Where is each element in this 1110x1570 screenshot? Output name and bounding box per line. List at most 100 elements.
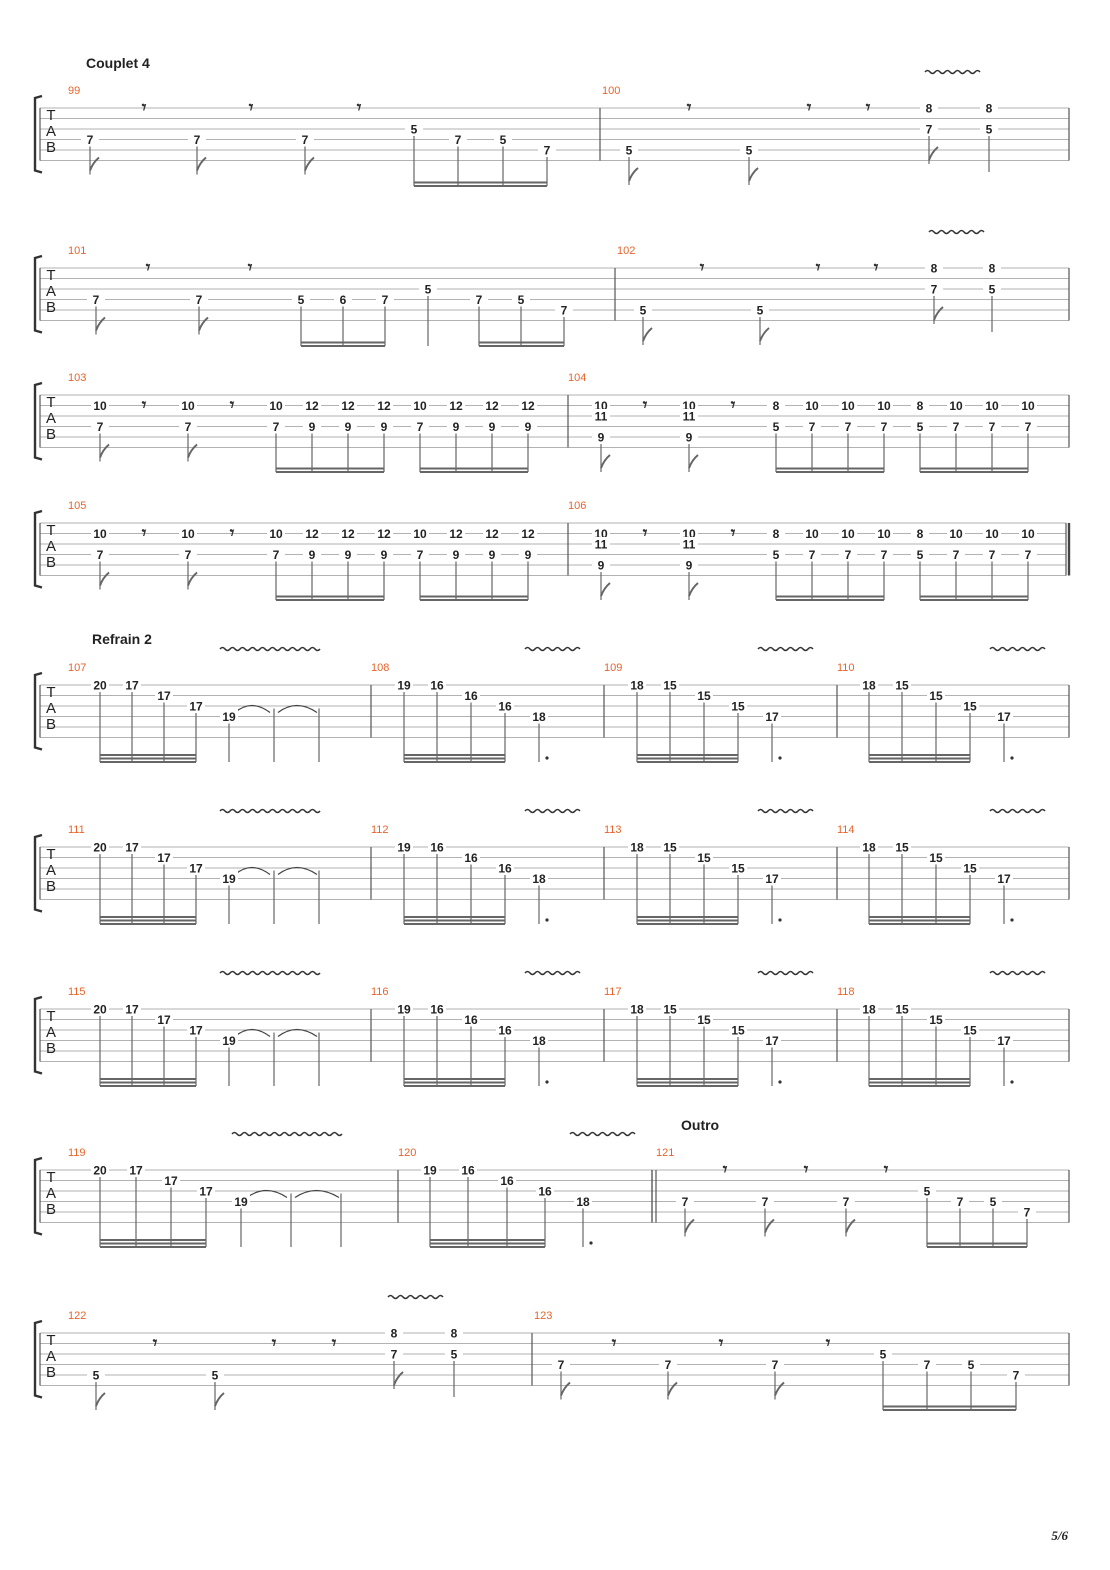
eighth-rest: 𝄾	[643, 396, 648, 416]
fret-number: 17	[765, 710, 779, 724]
fret-bg	[179, 398, 197, 412]
fret-bg	[483, 419, 501, 433]
fret-number: 9	[525, 420, 532, 434]
system-bracket	[33, 671, 43, 751]
fret-bg	[983, 547, 1001, 561]
fret-number: 9	[453, 548, 460, 562]
augmentation-dot	[778, 1080, 782, 1084]
fret-bg	[980, 122, 998, 135]
fret-number: 9	[489, 420, 496, 434]
fret-number: 15	[663, 1003, 677, 1017]
tab-clef-a: A	[46, 410, 56, 427]
fret-bg	[462, 1012, 480, 1026]
fret-bg	[421, 1163, 439, 1176]
fret-number: 9	[525, 548, 532, 562]
augmentation-dot	[1010, 918, 1014, 922]
eighth-rest: 𝄾	[142, 98, 147, 118]
fret-number: 9	[686, 559, 693, 573]
note-flag	[764, 1218, 775, 1233]
fret-bg	[803, 398, 821, 412]
fret-number: 8	[986, 102, 993, 116]
vibrato-marker	[757, 970, 814, 976]
fret-bg	[729, 699, 747, 712]
note-flag	[214, 1392, 225, 1407]
fret-bg	[530, 871, 548, 885]
fret-number: 5	[451, 1348, 458, 1362]
fret-bg	[947, 547, 965, 561]
fret-number: 12	[485, 399, 499, 413]
eighth-rest: 𝄾	[687, 98, 692, 118]
fret-bg	[1019, 419, 1037, 433]
fret-number: 8	[917, 399, 924, 413]
fret-number: 7	[97, 548, 104, 562]
augmentation-dot	[589, 1241, 593, 1245]
eighth-rest: 𝄾	[723, 1160, 728, 1180]
fret-bg	[303, 547, 321, 561]
fret-bg	[220, 709, 238, 723]
fret-bg	[592, 398, 610, 412]
fret-number: 5	[93, 1369, 100, 1383]
fret-number: 7	[989, 548, 996, 562]
fret-number: 9	[345, 420, 352, 434]
fret-bg	[123, 840, 141, 853]
fret-bg	[483, 547, 501, 561]
fret-bg	[445, 1326, 463, 1339]
vibrato-marker	[569, 1131, 636, 1137]
fret-bg	[190, 292, 208, 306]
fret-number: 10	[841, 399, 855, 413]
fret-bg	[680, 526, 698, 540]
fret-number: 18	[630, 679, 644, 693]
note-flag	[304, 156, 315, 171]
fret-bg	[634, 303, 652, 316]
fret-number: 5	[968, 1358, 975, 1372]
fret-bg	[983, 261, 1001, 274]
fret-bg	[947, 398, 965, 412]
fret-bg	[875, 547, 893, 561]
augmentation-dot	[778, 756, 782, 760]
eighth-rest: 𝄾	[142, 396, 147, 416]
fret-bg	[628, 840, 646, 853]
tab-clef-a: A	[46, 283, 56, 300]
eighth-rest: 𝄾	[816, 258, 821, 278]
measure-number: 117	[604, 986, 622, 998]
fret-number: 9	[489, 548, 496, 562]
fret-bg	[695, 688, 713, 702]
fret-bg	[197, 1184, 215, 1197]
fret-bg	[447, 547, 465, 561]
measure-number: 104	[568, 372, 586, 384]
fret-bg	[763, 1033, 781, 1047]
measure-number: 121	[656, 1147, 674, 1159]
fret-bg	[395, 1002, 413, 1015]
fret-number: 10	[413, 527, 427, 541]
fret-bg	[729, 861, 747, 874]
fret-number: 11	[595, 538, 608, 552]
fret-bg	[695, 1012, 713, 1026]
fret-bg	[839, 419, 857, 433]
fret-number: 6	[340, 293, 347, 307]
fret-number: 18	[862, 679, 876, 693]
fret-number: 8	[391, 1327, 398, 1341]
fret-number: 18	[630, 841, 644, 855]
eighth-rest: 𝄾	[230, 396, 235, 416]
fret-bg	[767, 398, 785, 412]
fret-number: 7	[845, 420, 852, 434]
fret-bg	[927, 1012, 945, 1026]
system-bracket	[33, 254, 43, 334]
fret-number: 10	[181, 399, 195, 413]
fret-number: 11	[595, 410, 608, 424]
note-flag	[928, 146, 939, 161]
fret-number: 5	[986, 123, 993, 137]
measure-number: 116	[371, 986, 389, 998]
fret-bg	[803, 526, 821, 540]
fret-bg	[496, 1023, 514, 1036]
fret-bg	[680, 558, 698, 571]
fret-bg	[494, 132, 512, 146]
fret-bg	[767, 419, 785, 433]
fret-number: 10	[877, 399, 891, 413]
fret-number: 5	[411, 123, 418, 137]
fret-number: 15	[697, 1013, 711, 1027]
note-flag	[688, 582, 699, 597]
fret-number: 9	[345, 548, 352, 562]
fret-number: 12	[521, 527, 535, 541]
fret-number: 18	[532, 872, 546, 886]
